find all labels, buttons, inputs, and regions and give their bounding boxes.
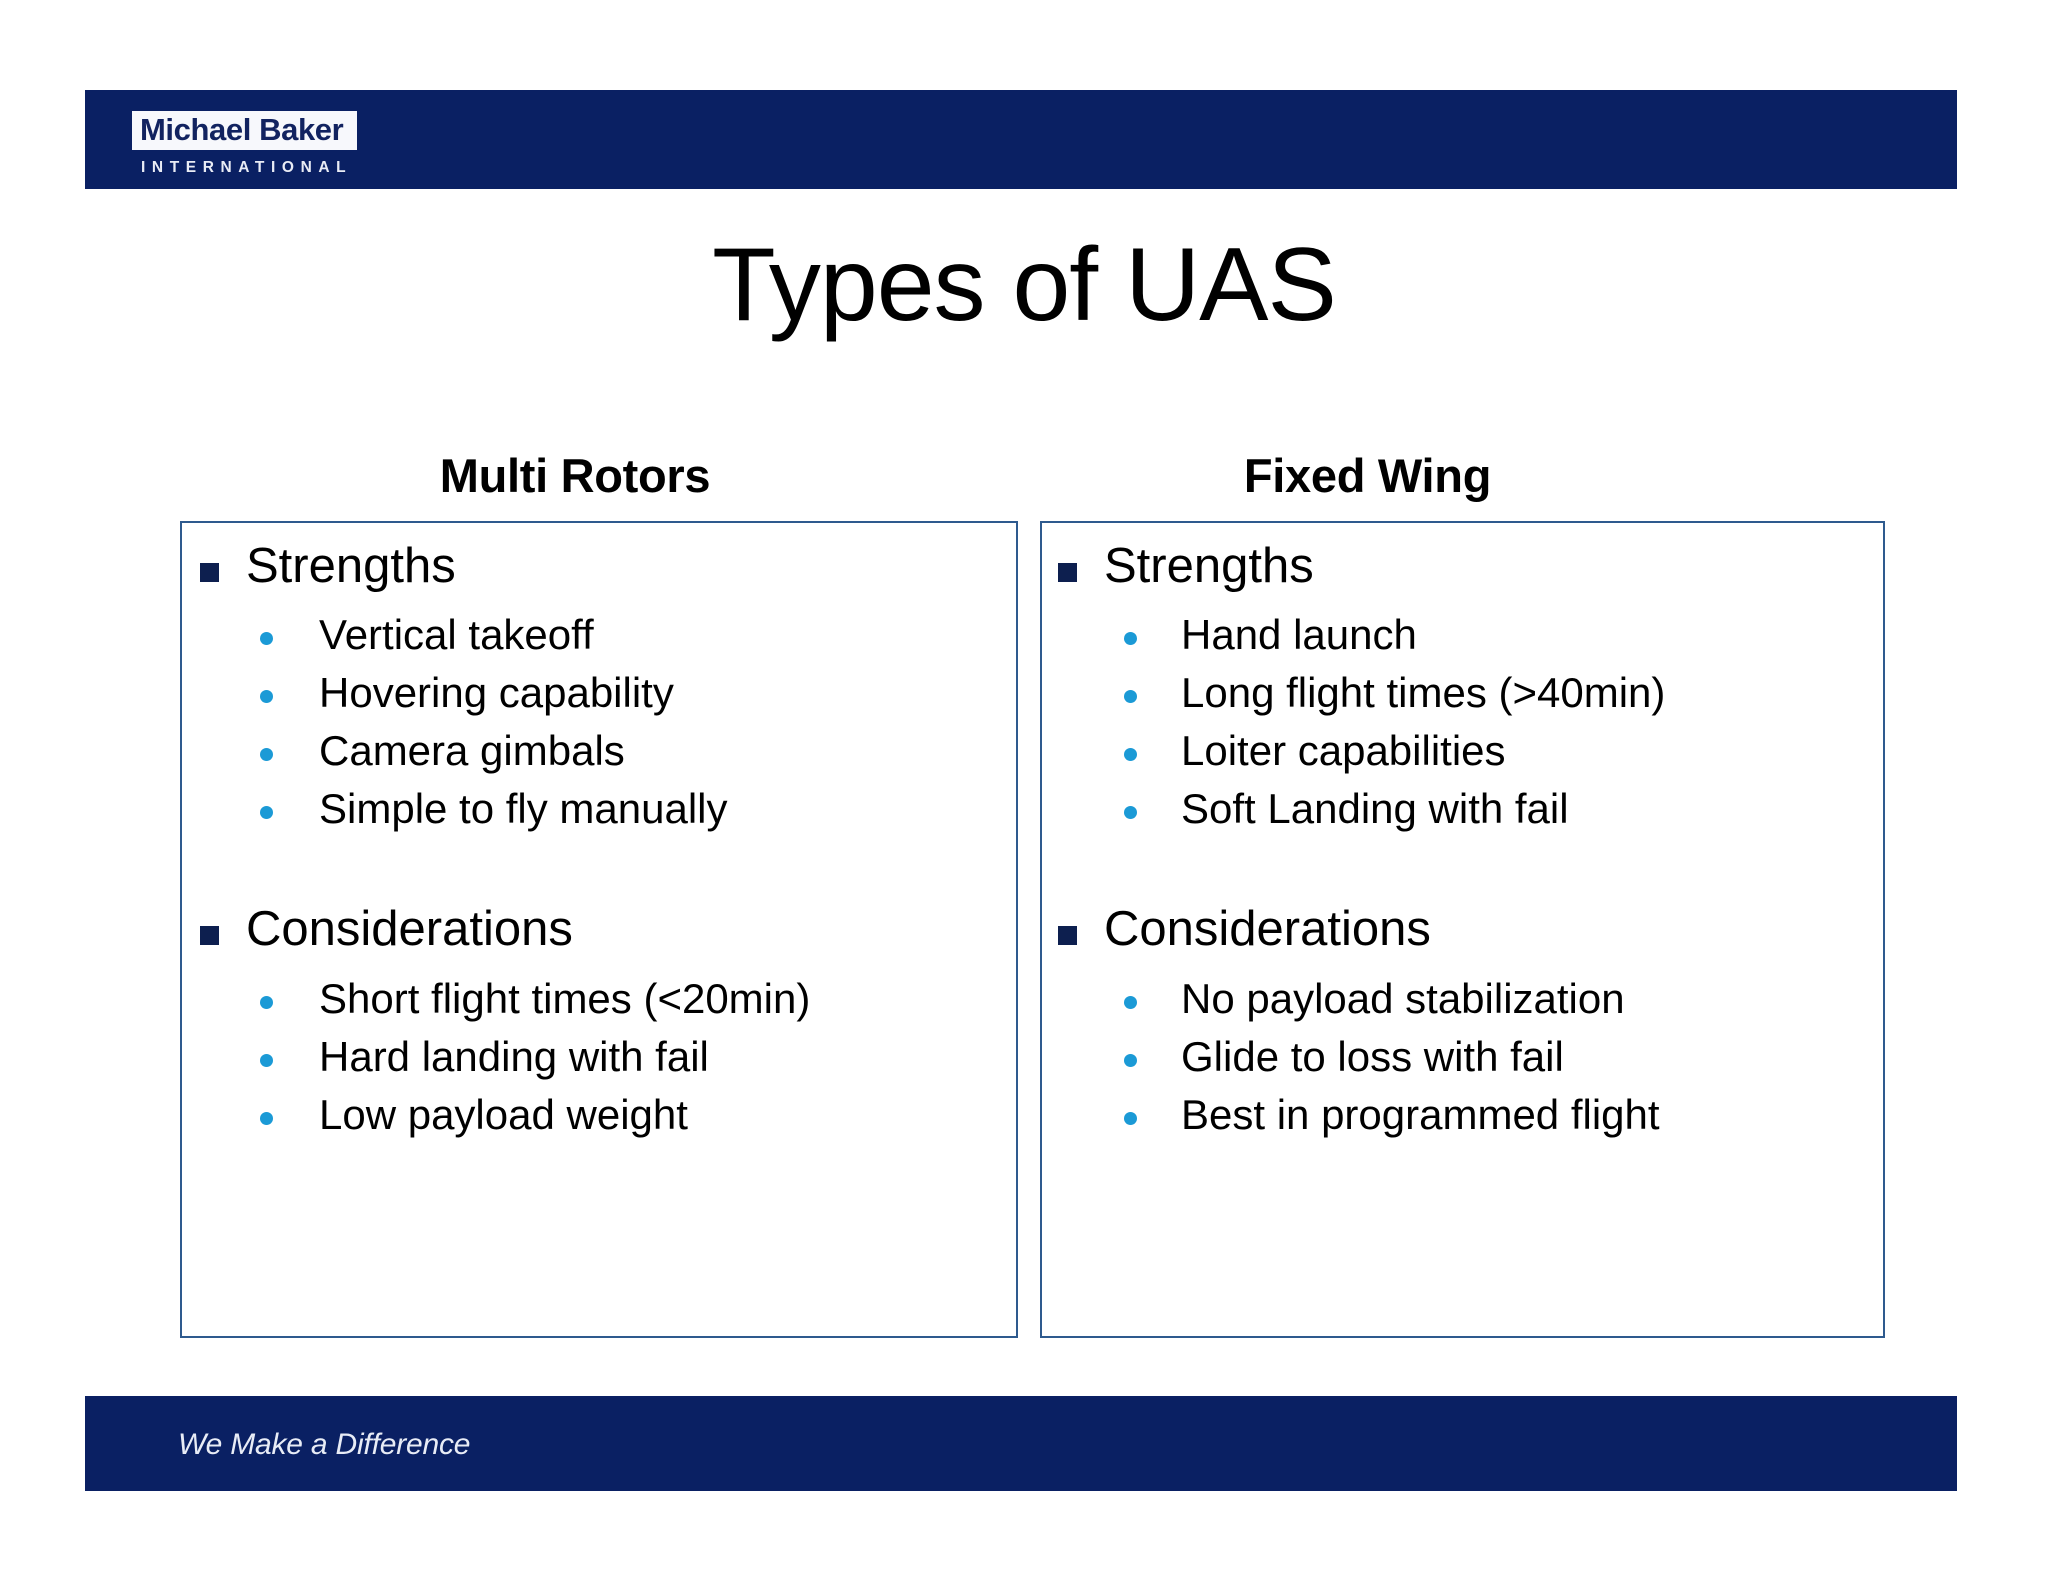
column-fixed-wing: Fixed Wing Strengths Hand launch (1040, 452, 1885, 1338)
group-considerations: Considerations Short flight times (<20mi… (192, 902, 1006, 1138)
footer-bar (85, 1396, 1957, 1491)
round-bullet-icon (260, 1111, 273, 1125)
round-bullet-icon (1124, 690, 1137, 704)
list-item-label: Hard landing with fail (319, 1032, 709, 1080)
list-item-label: Hovering capability (319, 669, 674, 717)
list-item-label: Camera gimbals (319, 727, 625, 775)
list-item-label: Soft Landing with fail (1181, 785, 1569, 833)
round-bullet-icon (1124, 1053, 1137, 1067)
round-bullet-icon (1124, 806, 1137, 820)
list-item: No payload stabilization (1052, 974, 1873, 1022)
round-bullet-icon (260, 632, 273, 646)
list-item: Loiter capabilities (1052, 730, 1873, 772)
list-item-label: Simple to fly manually (319, 785, 728, 833)
list-item: Camera gimbals (192, 730, 1006, 772)
round-bullet-icon (260, 748, 273, 762)
list-item: Soft Landing with fail (1052, 788, 1873, 830)
round-bullet-icon (1124, 632, 1137, 646)
list-item: Low payload weight (192, 1090, 1006, 1138)
group-strengths: Strengths Hand launch Long flight times … (1052, 539, 1873, 830)
column-heading: Multi Rotors (439, 449, 711, 502)
considerations-list: Short flight times (<20min) Hard landing… (192, 974, 1006, 1138)
group-separator (1052, 830, 1873, 904)
round-bullet-icon (1124, 748, 1137, 762)
group-title-label: Strengths (1104, 539, 1314, 593)
list-item-label: Best in programmed flight (1181, 1090, 1660, 1138)
square-bullet-icon (1058, 563, 1077, 582)
footer-tagline: We Make a Difference (178, 1428, 471, 1461)
group-considerations: Considerations No payload stabilization … (1052, 902, 1873, 1138)
list-item: Best in programmed flight (1052, 1090, 1873, 1138)
group-separator (192, 830, 1006, 904)
list-item: Simple to fly manually (192, 788, 1006, 830)
list-item: Long flight times (>40min) (1052, 672, 1873, 714)
list-item-label: Loiter capabilities (1181, 727, 1506, 775)
list-item: Glide to loss with fail (1052, 1032, 1873, 1080)
list-item: Vertical takeoff (192, 614, 1006, 656)
round-bullet-icon (260, 690, 273, 704)
logo-subtitle: INTERNATIONAL (141, 159, 353, 176)
group-title-row: Strengths (192, 539, 1006, 593)
group-title-label: Strengths (246, 539, 456, 593)
page-title: Types of UAS (712, 227, 1337, 343)
content-box: Strengths Vertical takeoff Hovering capa… (180, 521, 1018, 1338)
list-item-label: Glide to loss with fail (1181, 1032, 1564, 1080)
header-bar (85, 90, 1957, 189)
list-item-label: Hand launch (1181, 611, 1417, 659)
list-item-label: Vertical takeoff (319, 611, 594, 659)
group-strengths: Strengths Vertical takeoff Hovering capa… (192, 539, 1006, 830)
square-bullet-icon (200, 926, 219, 946)
comparison-columns: Multi Rotors Strengths Vertical takeoff (0, 452, 2048, 1352)
round-bullet-icon (260, 806, 273, 820)
logo-wordmark: Michael Baker (132, 111, 357, 150)
column-heading: Fixed Wing (1243, 449, 1492, 502)
list-item-label: Short flight times (<20min) (319, 974, 811, 1022)
round-bullet-icon (1124, 995, 1137, 1009)
list-item-label: Low payload weight (319, 1090, 688, 1138)
list-item: Hovering capability (192, 672, 1006, 714)
round-bullet-icon (260, 1053, 273, 1067)
group-title-row: Considerations (192, 902, 1006, 957)
group-title-row: Considerations (1052, 902, 1873, 957)
strengths-list: Vertical takeoff Hovering capability Cam… (192, 614, 1006, 830)
list-item-label: No payload stabilization (1181, 974, 1625, 1022)
strengths-list: Hand launch Long flight times (>40min) L… (1052, 614, 1873, 830)
list-item: Hard landing with fail (192, 1032, 1006, 1080)
group-title-row: Strengths (1052, 539, 1873, 593)
round-bullet-icon (1124, 1111, 1137, 1125)
round-bullet-icon (260, 995, 273, 1009)
considerations-list: No payload stabilization Glide to loss w… (1052, 974, 1873, 1138)
list-item: Short flight times (<20min) (192, 974, 1006, 1022)
group-title-label: Considerations (246, 902, 573, 957)
list-item-label: Long flight times (>40min) (1181, 669, 1666, 717)
content-box: Strengths Hand launch Long flight times … (1040, 521, 1885, 1338)
square-bullet-icon (200, 563, 219, 582)
square-bullet-icon (1058, 926, 1077, 946)
group-title-label: Considerations (1104, 902, 1431, 957)
company-logo: Michael Baker INTERNATIONAL (132, 111, 357, 177)
list-item: Hand launch (1052, 614, 1873, 656)
column-multi-rotors: Multi Rotors Strengths Vertical takeoff (180, 452, 1025, 1338)
